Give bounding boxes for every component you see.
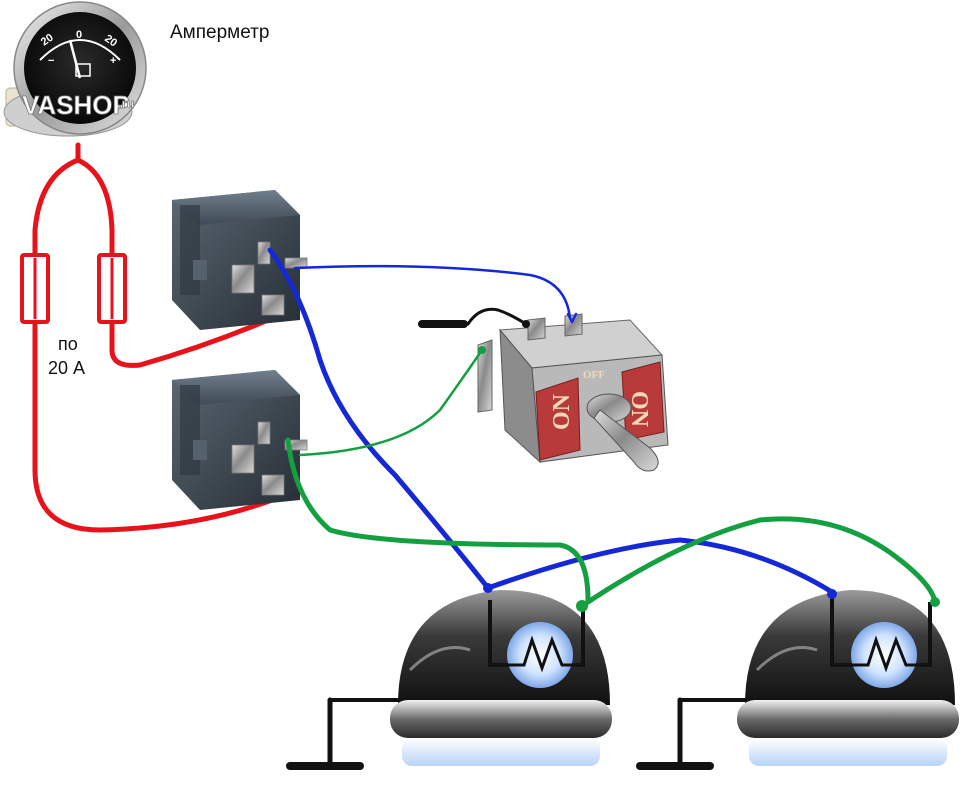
signal-wires [285,348,938,609]
relay-1-side-panel [180,205,200,295]
fuse-rating-line1: по [58,334,78,354]
relay-1-terminals [231,241,308,316]
switch-green-node [478,346,486,354]
relay-1-to-switch-wire [293,264,572,320]
relay-2-terminal-d [261,474,285,496]
lamp-internal-leads [488,598,932,667]
lamp-2-housing [745,590,955,705]
switch-ground-node [522,320,530,328]
lamp-1-to-lamp-2-wire [485,537,835,595]
lamp-1-to-lamp-2-green-wire [579,516,938,609]
relay-1-to-switch-arrow [566,312,578,324]
lamp-1-highlight [408,646,471,672]
ammeter-minus-sign: − [48,55,54,67]
relay-2-terminals [231,421,308,496]
lamp-2-blue-node [827,589,837,599]
relay-2-terminal-b [257,421,271,445]
lamp-1-green-node [576,600,588,612]
lamp-1-blue-node [483,583,493,593]
relay-1-top [172,190,300,225]
fuse-left [20,253,50,324]
toggle-switch-label-left: ON [549,393,575,430]
relay-2-to-lamp-1-wire [285,437,591,603]
relay-2-terminal-a [231,444,255,474]
ammeter-mark-center: 0 [76,29,82,41]
relay-2 [172,370,308,510]
toggle-switch: ON OFF ON [477,313,669,472]
ammeter-needle [68,39,82,79]
ammeter-plus-sign: + [110,55,116,67]
toggle-switch-lever[interactable] [593,409,659,472]
lamp-1-bulb [507,622,573,688]
relay-2-side-panel [180,385,200,475]
power-wire-to-relay-2 [32,319,283,533]
relay-1-terminal-a [231,264,255,294]
ammeter-mark-right: 20 [102,33,119,50]
relay-1-clip [193,260,207,280]
toggle-switch-plate-left [535,377,581,461]
watermark-suffix: .ru [118,96,135,111]
lamp-2-highlight [755,646,818,672]
lamp-2-lead-right [920,602,932,667]
toggle-switch-terminal-1 [527,317,546,341]
relay-1-terminal-b [257,241,271,265]
ammeter-label: Амперметр [170,22,269,43]
lamp-2-filament [852,635,920,673]
lamp-1-lead-right [576,605,585,667]
relay-2-to-switch-wire [298,348,484,457]
lamp-2 [737,590,959,766]
fuse-rating-line2: 20 А [48,358,85,378]
lamp-2-lens [749,738,947,766]
relay-2-top [172,370,300,405]
ammeter-dial [24,12,136,124]
switch-ground-wire [423,307,528,326]
lamp-2-bulb [851,622,917,688]
power-wire-to-relay-1 [109,312,283,368]
ammeter: 20 0 20 − + VASHOP .ru [3,1,147,137]
power-wire-left-upper [32,142,81,258]
lamp-1-lens [402,738,600,766]
lamp-1 [390,590,612,766]
lamp-2-lead-left [830,598,852,667]
lamp-2-lens-ring [737,700,959,738]
ammeter-scale-arc [39,39,121,61]
lamp-2-green-node [930,597,940,607]
ground-wires [286,307,747,770]
relay-2-terminal-c [284,439,308,451]
lamp-1-lens-ring [390,700,612,738]
relay-1 [172,190,308,330]
watermark: VASHOP [22,90,130,120]
power-wire-right-upper [75,157,115,258]
toggle-switch-label-center: OFF [583,369,605,381]
relay-1-terminal-d [261,294,285,316]
relay-1-to-lamp-1-wire [267,247,491,591]
ammeter-logo-mark [75,63,91,77]
lamp-1-filament [508,635,576,673]
fuse-right [97,253,127,324]
ammeter-mark-left: 20 [39,32,56,49]
relay-2-clip [193,440,207,460]
control-wires [267,247,835,595]
lamp-1-lead-left [488,600,508,667]
toggle-switch-side-lug [477,339,493,413]
